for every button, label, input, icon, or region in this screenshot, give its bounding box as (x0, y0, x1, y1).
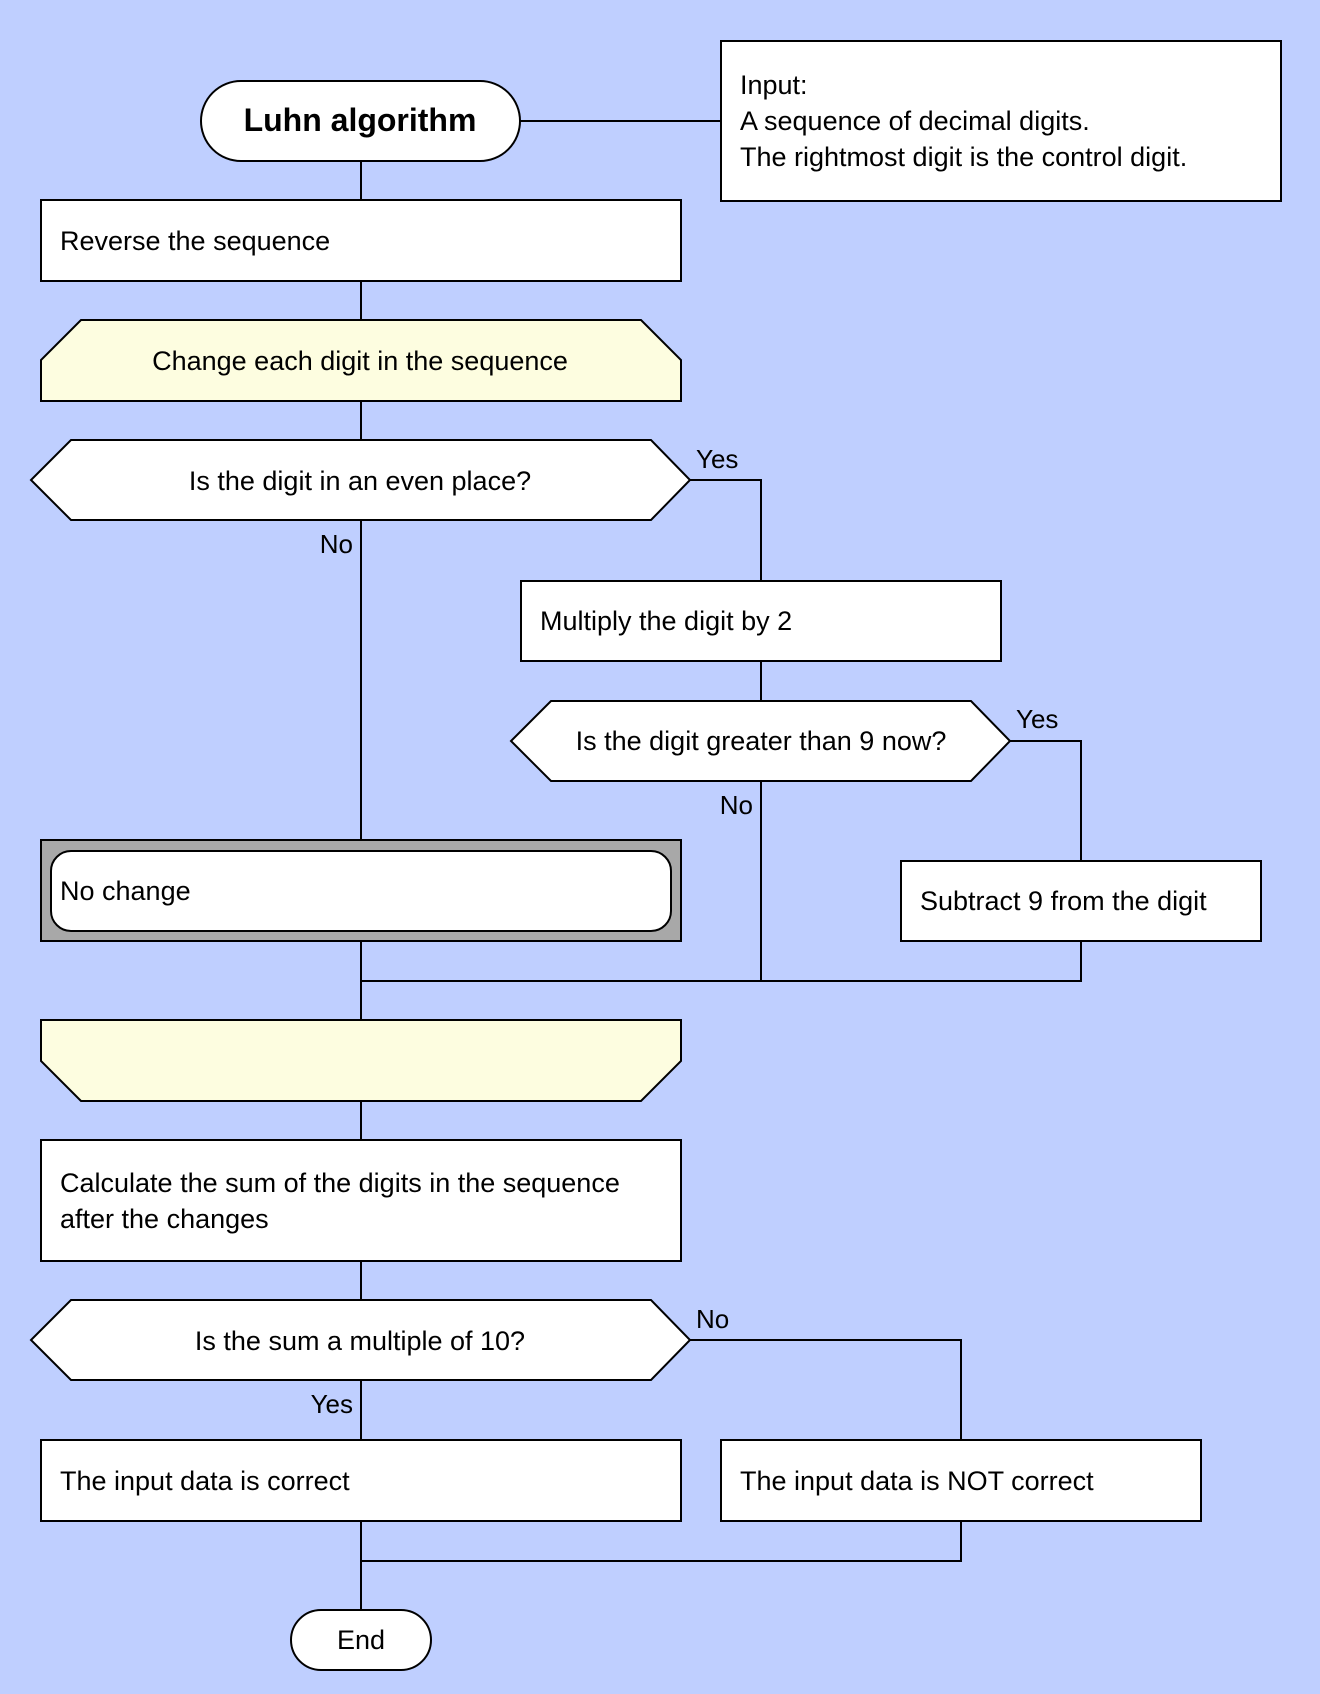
step-subtract: Subtract 9 from the digit (900, 860, 1262, 942)
input-note-line-1: Input: (740, 70, 808, 100)
end-terminator: End (290, 1609, 432, 1671)
step-multiply-label: Multiply the digit by 2 (540, 606, 792, 636)
loop-start-label: Change each digit in the sequence (152, 346, 568, 376)
decision-greater-than-nine-label: Is the digit greater than 9 now? (576, 726, 947, 756)
edge-label-greater-no: No (720, 790, 753, 820)
loop-end (40, 1019, 682, 1102)
step-subtract-label: Subtract 9 from the digit (920, 886, 1207, 916)
result-correct-label: The input data is correct (60, 1466, 350, 1496)
input-note: Input: A sequence of decimal digits. The… (720, 40, 1282, 202)
decision-even-place: Is the digit in an even place? (29, 439, 692, 521)
result-not-correct-label: The input data is NOT correct (740, 1466, 1094, 1496)
decision-multiple-of-ten-label: Is the sum a multiple of 10? (195, 1326, 525, 1356)
connector-greater-yes-to-subtract (1010, 740, 1082, 861)
step-sum-shape (40, 1139, 682, 1262)
connector-results-merge (360, 1521, 962, 1610)
step-reverse-shape (40, 199, 682, 282)
step-subtract-shape (900, 860, 1262, 942)
connector-even-yes-to-multiply (690, 479, 762, 581)
loop-start-shape (40, 319, 682, 402)
end-shape (290, 1609, 432, 1671)
decision-even-place-shape (29, 439, 692, 521)
title-terminator: Luhn algorithm (200, 80, 521, 162)
step-multiply-shape (520, 580, 1002, 662)
step-sum-line-1: Calculate the sum of the digits in the s… (60, 1168, 620, 1198)
edge-label-multiple-no: No (696, 1304, 729, 1334)
step-no-change-shape (50, 850, 672, 932)
decision-multiple-of-ten: Is the sum a multiple of 10? (29, 1299, 692, 1381)
input-note-shape (720, 40, 1282, 202)
connector-multiple-no-to-not-correct (690, 1339, 962, 1440)
decision-greater-than-nine: Is the digit greater than 9 now? (509, 700, 1012, 782)
diagram-title: Luhn algorithm (244, 102, 477, 138)
result-not-correct-shape (720, 1439, 1202, 1522)
connector-subtract-to-merge (361, 941, 1082, 982)
result-correct: The input data is correct (40, 1439, 682, 1522)
step-no-change-label: No change (60, 876, 191, 906)
result-correct-shape (40, 1439, 682, 1522)
input-note-line-3: The rightmost digit is the control digit… (740, 142, 1187, 172)
decision-even-place-label: Is the digit in an even place? (189, 466, 531, 496)
step-reverse: Reverse the sequence (40, 199, 682, 282)
step-no-change: No change (40, 839, 682, 942)
edge-label-greater-yes: Yes (1016, 704, 1058, 734)
end-label: End (337, 1625, 385, 1655)
title-shape (200, 80, 521, 162)
edge-label-even-no: No (320, 529, 353, 559)
step-multiply: Multiply the digit by 2 (520, 580, 1002, 662)
connectors (360, 120, 1082, 1610)
input-note-line-2: A sequence of decimal digits. (740, 106, 1090, 136)
decision-multiple-of-ten-shape (29, 1299, 692, 1381)
decision-greater-than-nine-shape (509, 700, 1012, 782)
step-sum-line-2: after the changes (60, 1204, 269, 1234)
edge-label-even-yes: Yes (696, 444, 738, 474)
step-reverse-label: Reverse the sequence (60, 226, 330, 256)
loop-start: Change each digit in the sequence (40, 319, 682, 402)
loop-end-shape (40, 1019, 682, 1102)
step-sum: Calculate the sum of the digits in the s… (40, 1139, 682, 1262)
edge-label-multiple-yes: Yes (311, 1389, 353, 1419)
result-not-correct: The input data is NOT correct (720, 1439, 1202, 1522)
